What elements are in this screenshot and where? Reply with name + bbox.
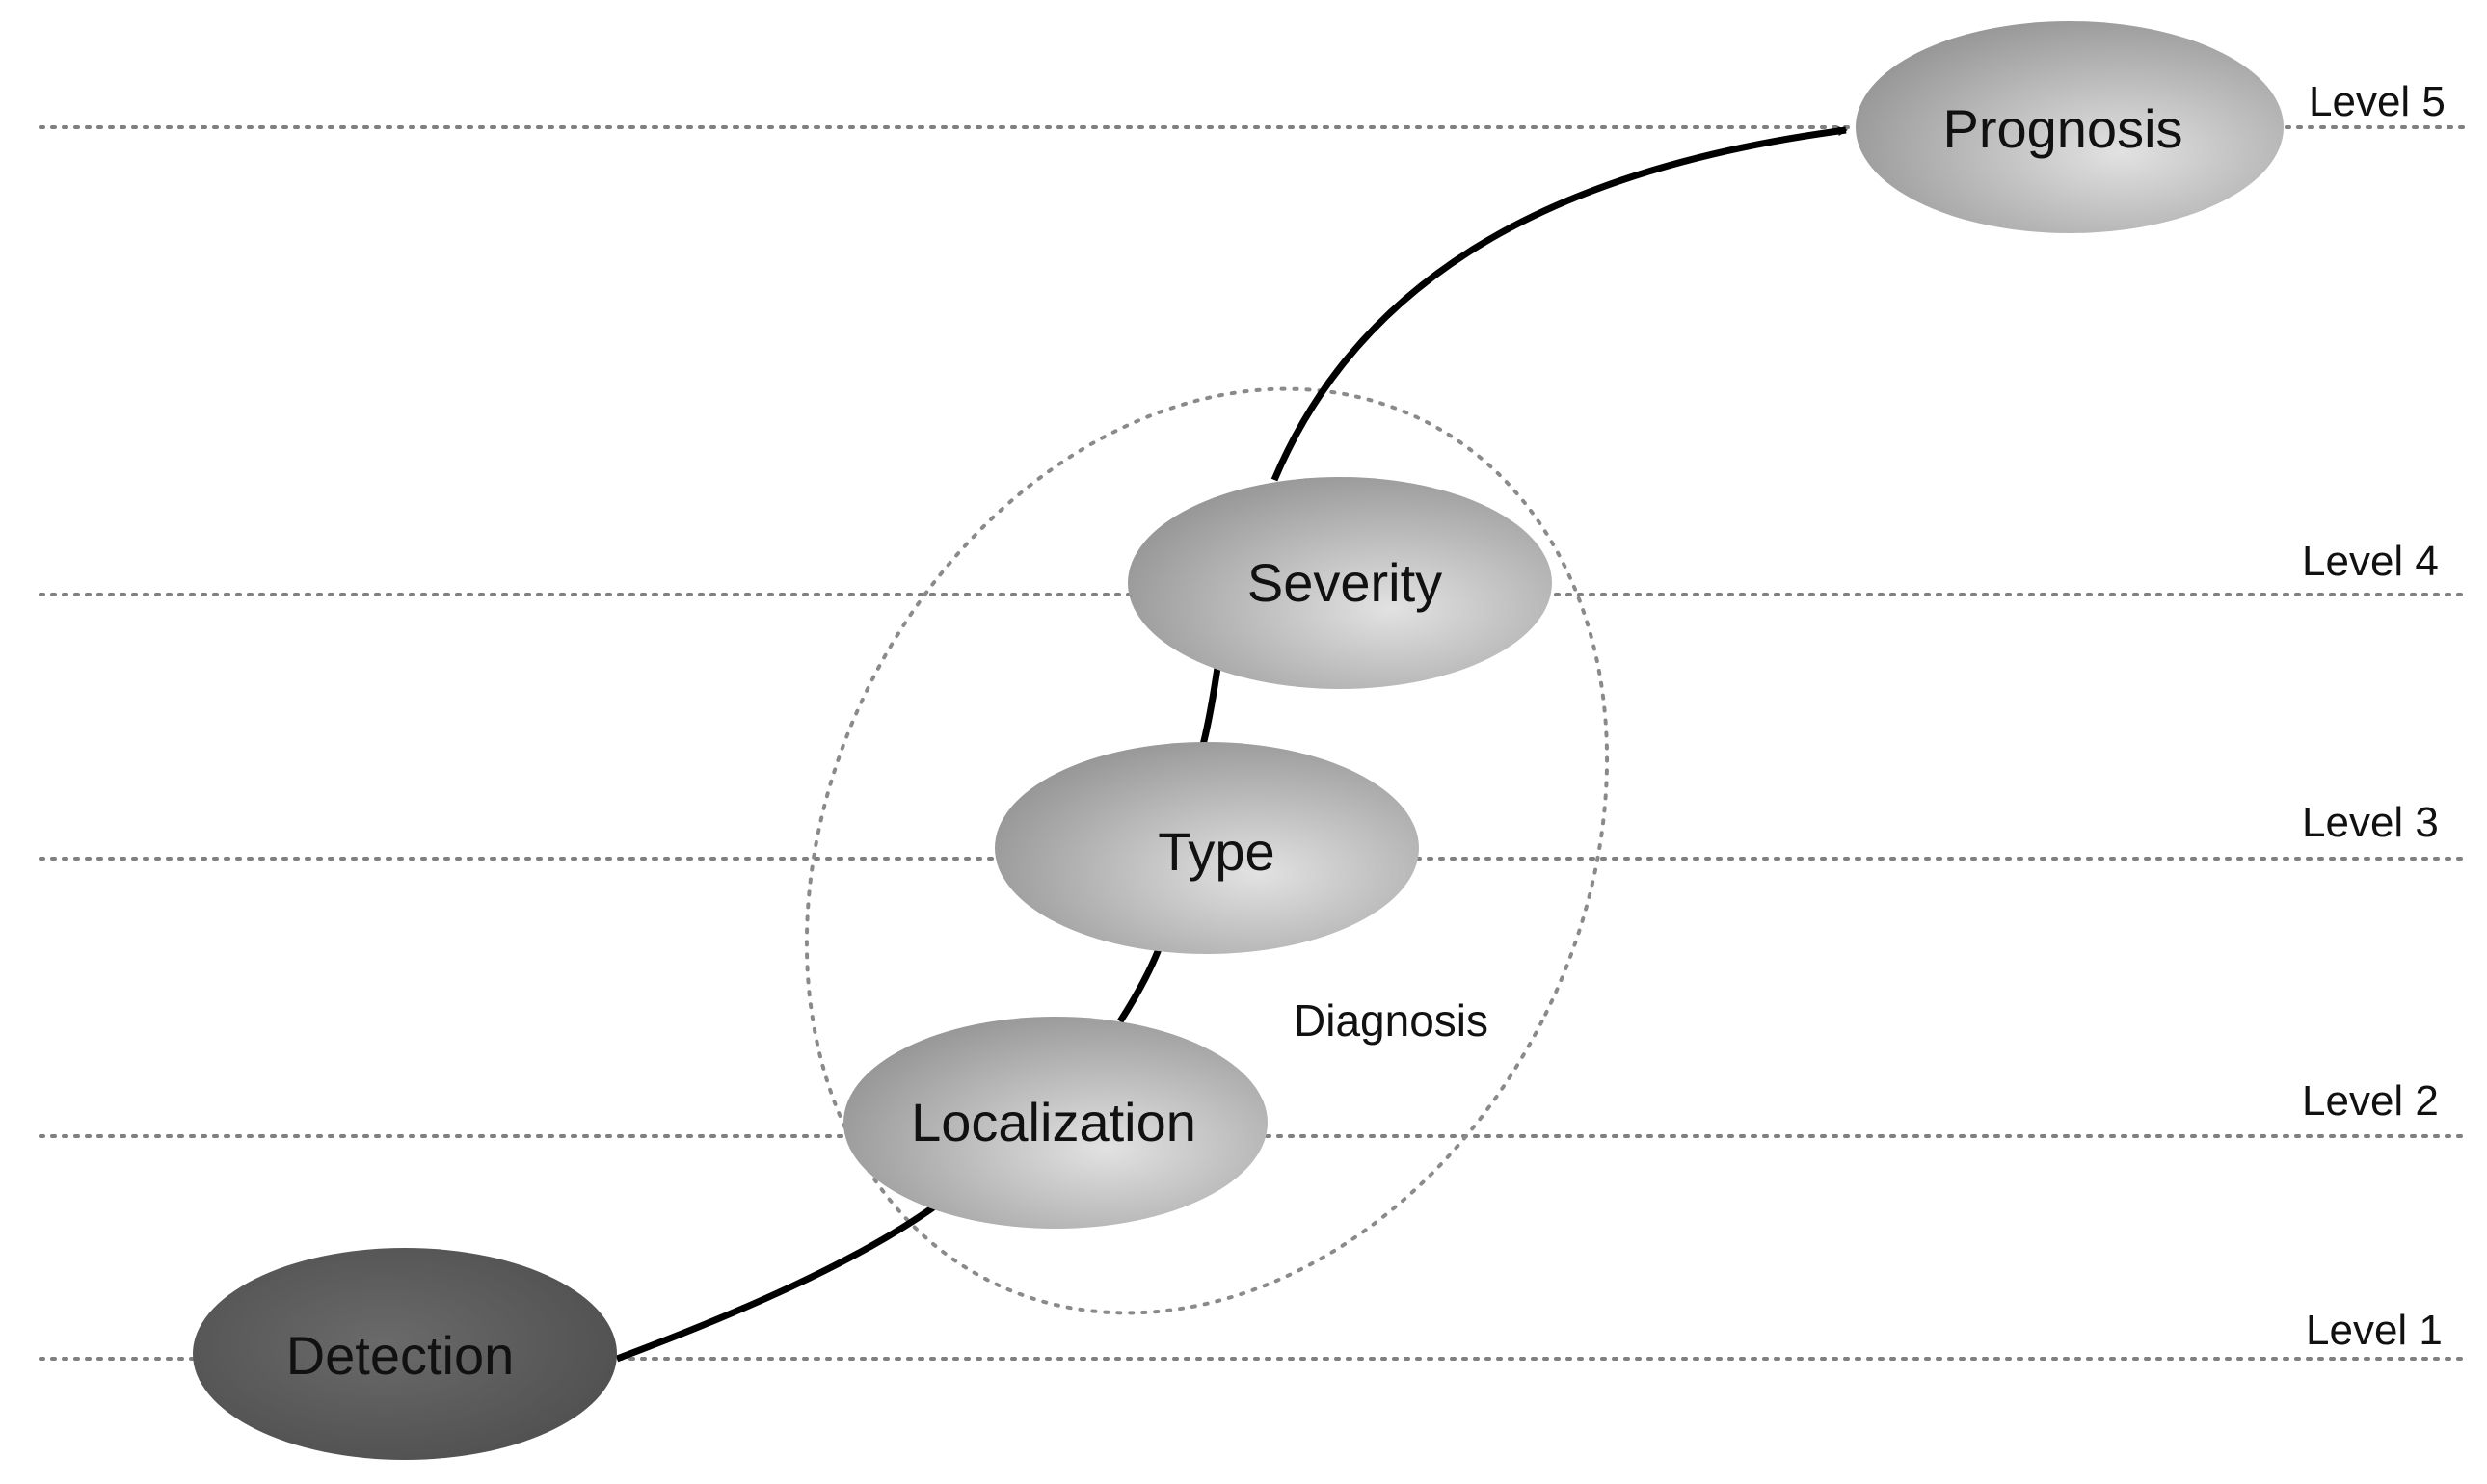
diagnosis-group-label: Diagnosis [1294, 995, 1488, 1046]
node-type: Type [995, 742, 1419, 954]
severity-label: Severity [1247, 552, 1442, 613]
flow-edge-type-to-severity [1199, 667, 1221, 746]
flow-connectors [615, 126, 1848, 1363]
node-severity: Severity [1128, 477, 1552, 689]
level-4-label: Level 4 [2302, 538, 2439, 585]
localization-label: Localization [911, 1092, 1196, 1153]
detection-label: Detection [286, 1325, 515, 1386]
node-prognosis: Prognosis [1856, 21, 2284, 233]
level-guides [39, 125, 2465, 1361]
type-label: Type [1158, 821, 1274, 882]
diagnosis-group-outline [804, 386, 1610, 1315]
level-labels: Level 5 Level 4 Level 3 Level 2 Level 1 [2302, 78, 2446, 1354]
level-3-label: Level 3 [2302, 799, 2439, 846]
node-detection: Detection [193, 1248, 617, 1460]
flow-edge-localization-to-type [1117, 947, 1163, 1023]
node-localization: Localization [843, 1017, 1268, 1229]
flow-edge-severity-to-prognosis [1270, 126, 1848, 482]
detection-ellipse [193, 1248, 617, 1460]
severity-ellipse [1128, 477, 1552, 689]
prognosis-label: Prognosis [1942, 98, 2182, 159]
level-1-label: Level 1 [2306, 1307, 2443, 1354]
flow-edge-detection-to-localization [615, 1200, 943, 1363]
type-ellipse [995, 742, 1419, 954]
level-2-label: Level 2 [2302, 1077, 2439, 1125]
localization-ellipse [843, 1017, 1268, 1229]
level-5-label: Level 5 [2309, 78, 2446, 125]
prognosis-ellipse [1856, 21, 2284, 233]
